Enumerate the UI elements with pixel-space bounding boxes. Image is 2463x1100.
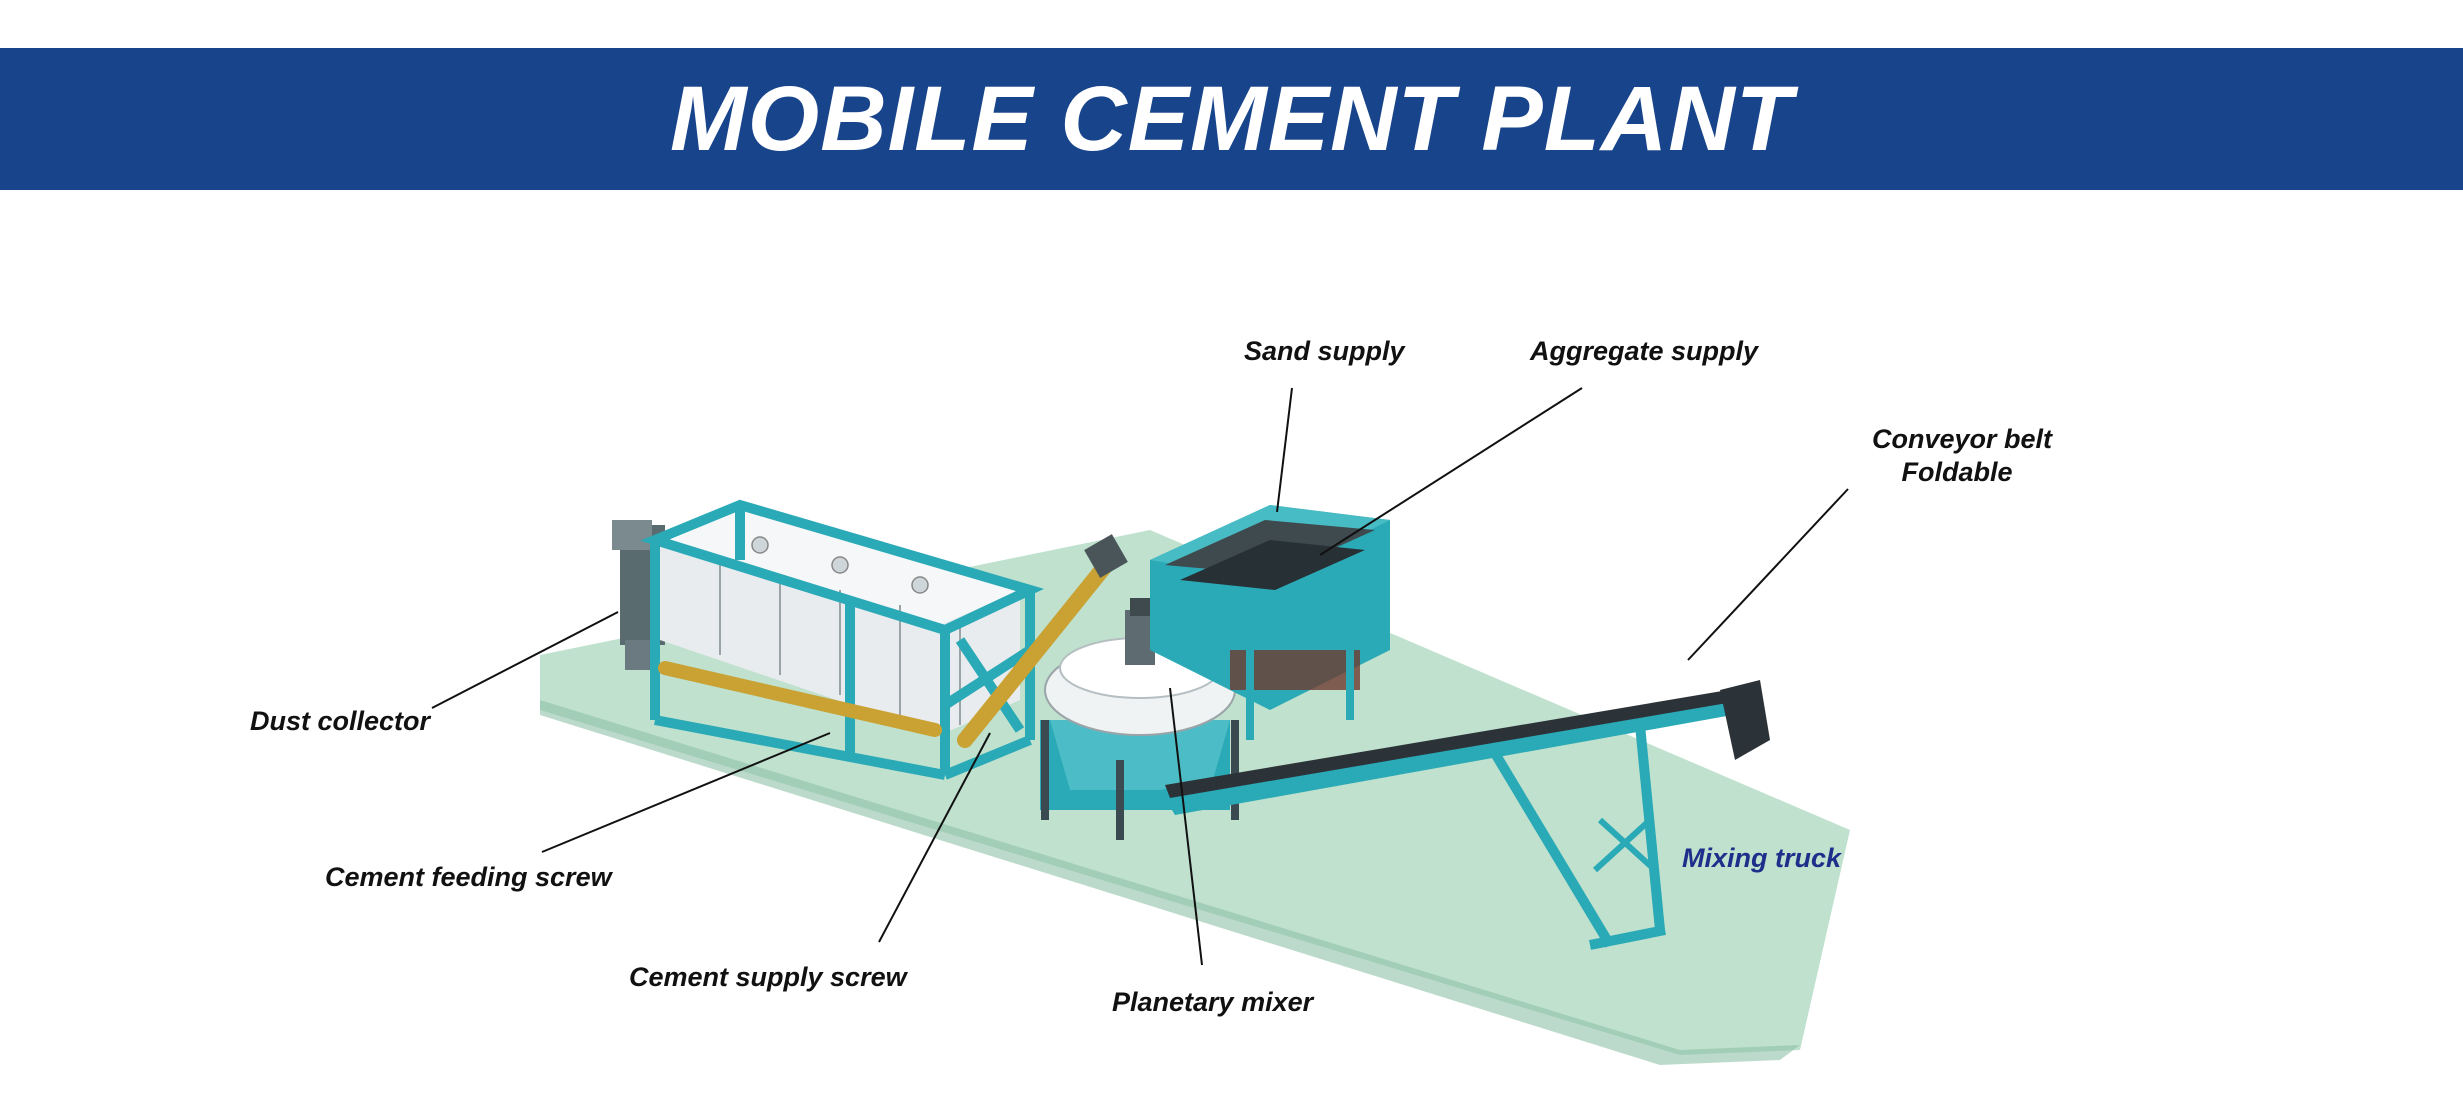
conveyor-belt-shape [1160, 680, 1770, 950]
leader-dust-collector [431, 611, 619, 709]
leader-planetary-mixer [1169, 687, 1203, 966]
label-conveyor-belt-line1: Conveyor belt [1872, 424, 2053, 454]
label-cement-feeding-screw: Cement feeding screw [325, 862, 612, 892]
label-dust-collector: Dust collector [250, 706, 431, 736]
leader-sand-supply [1276, 387, 1293, 513]
leader-lines [431, 387, 1849, 966]
leader-cement-supply-screw [878, 732, 991, 943]
planetary-mixer-shape [1040, 598, 1239, 840]
leader-cement-feeding-screw [541, 732, 831, 853]
cement-feeding-screw-shape [658, 661, 942, 737]
aggregate-bin-shape [1150, 505, 1390, 740]
page-title: MOBILE CEMENT PLANT [670, 67, 1793, 170]
title-banner: MOBILE CEMENT PLANT [0, 48, 2463, 190]
label-sand-supply: Sand supply [1244, 336, 1405, 366]
label-cement-supply-screw: Cement supply screw [629, 962, 907, 992]
label-mixing-truck: Mixing truck [1682, 843, 1842, 873]
label-aggregate-supply: Aggregate supply [1530, 336, 1759, 366]
leader-conveyor-belt [1687, 488, 1849, 661]
label-conveyor-belt-line2: Foldable [1901, 457, 2013, 487]
cement-supply-screw-shape [957, 534, 1128, 748]
label-planetary-mixer: Planetary mixer [1112, 987, 1314, 1017]
leader-aggregate-supply [1319, 387, 1583, 556]
label-conveyor-belt: Conveyor belt Foldable [1872, 424, 2053, 488]
container-frame [640, 499, 1045, 780]
